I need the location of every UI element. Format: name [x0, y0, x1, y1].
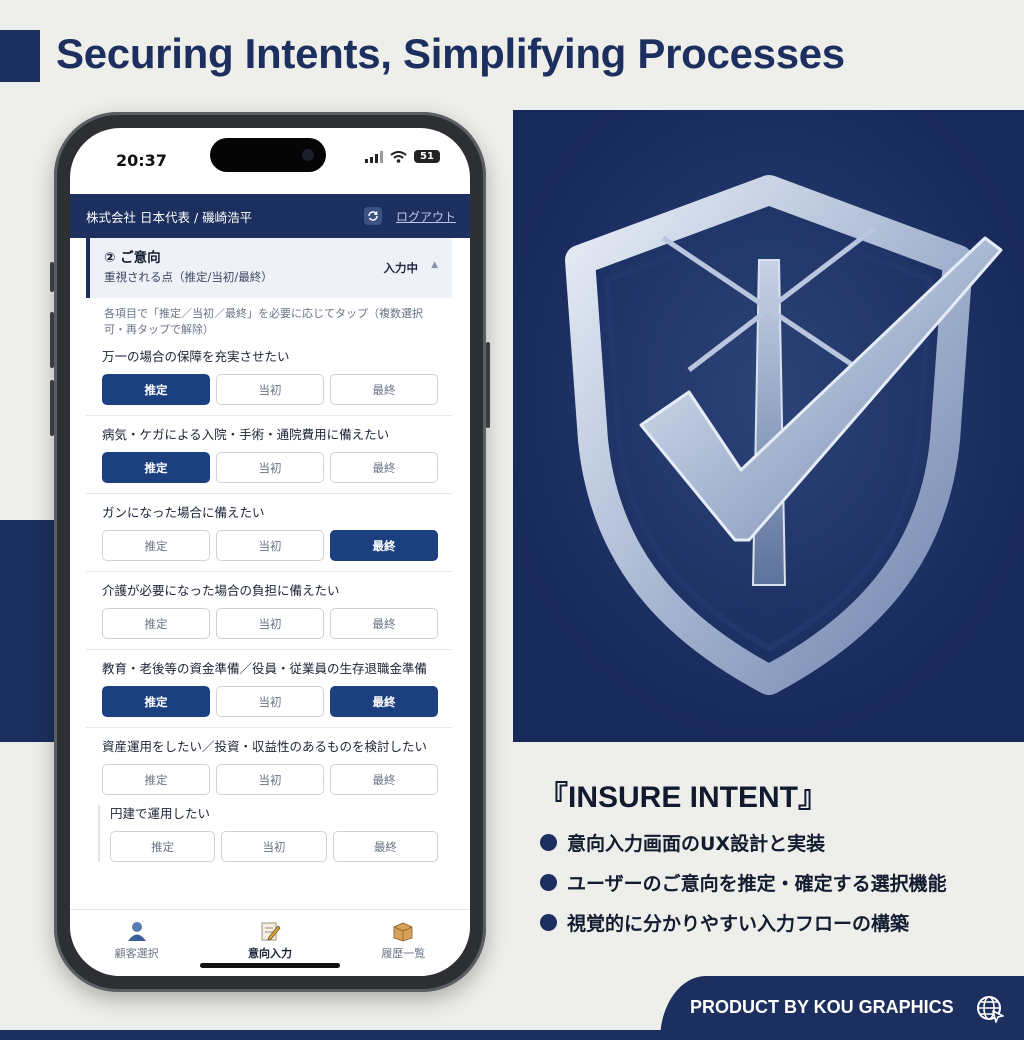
footer-line — [0, 1030, 1024, 1040]
choice-button-row: 推定当初最終 — [102, 764, 438, 795]
choice-button-row: 推定当初最終 — [102, 374, 438, 405]
battery-icon: 51 — [414, 150, 440, 163]
estimate-button[interactable]: 推定 — [102, 530, 210, 561]
app-header: 株式会社 日本代表 / 磯崎浩平 ログアウト — [70, 194, 470, 238]
brand-title: 『INSURE INTENT』 — [538, 781, 829, 814]
bullet-icon — [540, 833, 557, 851]
estimate-button[interactable]: 推定 — [110, 831, 216, 862]
company-user-name: 株式会社 日本代表 / 磯崎浩平 — [86, 209, 253, 225]
initial-button[interactable]: 当初 — [221, 831, 327, 862]
choice-button-row: 推定当初最終 — [102, 452, 438, 483]
home-indicator — [200, 963, 340, 968]
final-button[interactable]: 最終 — [330, 452, 438, 483]
question-item: 教育・老後等の資金準備／役員・従業員の生存退職金準備推定当初最終 — [86, 660, 452, 717]
globe-cursor-icon — [977, 996, 1004, 1023]
hero-panel — [513, 110, 1024, 742]
final-button[interactable]: 最終 — [330, 530, 438, 561]
question-label: 教育・老後等の資金準備／役員・従業員の生存退職金準備 — [102, 661, 428, 676]
edit-icon — [261, 922, 281, 941]
person-icon — [127, 922, 146, 941]
section-subtitle: 重視される点（推定/当初/最終） — [104, 270, 273, 284]
question-list: 万一の場合の保障を充実させたい推定当初最終病気・ケガによる入院・手術・通院費用に… — [86, 348, 452, 862]
question-label: 病気・ケガによる入院・手術・通院費用に備えたい — [102, 427, 390, 442]
question-label: 円建で運用したい — [110, 806, 211, 821]
dynamic-island — [210, 138, 326, 172]
phone-volume-down — [50, 380, 54, 436]
feature-list: 意向入力画面のUX設計と実装 ユーザーのご意向を推定・確定する選択機能 視覚的に… — [540, 822, 947, 942]
section-status: 入力中 — [383, 261, 419, 275]
question-item: 病気・ケガによる入院・手術・通院費用に備えたい推定当初最終 — [86, 426, 452, 483]
footer-credit: PRODUCT BY KOU GRAPHICS — [690, 997, 954, 1017]
phone-screen: 20:37 51 株式会社 日本代表 / 磯崎浩平 — [70, 128, 470, 976]
question-label: 万一の場合の保障を充実させたい — [102, 349, 290, 364]
choice-button-row: 推定当初最終 — [102, 608, 438, 639]
question-label: 資産運用をしたい／投資・収益性のあるものを検討したい — [102, 739, 428, 754]
final-button[interactable]: 最終 — [330, 686, 438, 717]
final-button[interactable]: 最終 — [330, 374, 438, 405]
phone-power-button — [486, 342, 490, 428]
estimate-button[interactable]: 推定 — [102, 608, 210, 639]
shield-check-logo-icon — [513, 110, 1024, 742]
choice-button-row: 推定当初最終 — [102, 686, 438, 717]
phone-action-button — [50, 262, 54, 292]
phone-mockup: 20:37 51 株式会社 日本代表 / 磯崎浩平 — [50, 112, 490, 992]
chevron-up-icon[interactable]: ▲ — [431, 260, 438, 270]
question-item: 介護が必要になった場合の負担に備えたい推定当初最終 — [86, 582, 452, 639]
initial-button[interactable]: 当初 — [216, 686, 324, 717]
estimate-button[interactable]: 推定 — [102, 374, 210, 405]
decorative-band — [0, 520, 60, 742]
bullet-icon — [540, 873, 557, 891]
divider — [86, 649, 452, 650]
estimate-button[interactable]: 推定 — [102, 452, 210, 483]
feature-item: 意向入力画面のUX設計と実装 — [540, 822, 947, 862]
choice-button-row: 推定当初最終 — [110, 831, 438, 862]
status-bar: 20:37 51 — [70, 128, 470, 194]
accent-square — [0, 30, 40, 82]
initial-button[interactable]: 当初 — [216, 374, 324, 405]
final-button[interactable]: 最終 — [330, 764, 438, 795]
status-icons: 51 — [365, 150, 440, 163]
initial-button[interactable]: 当初 — [216, 764, 324, 795]
divider — [86, 415, 452, 416]
question-item: ガンになった場合に備えたい推定当初最終 — [86, 504, 452, 561]
initial-button[interactable]: 当初 — [216, 452, 324, 483]
logout-link[interactable]: ログアウト — [395, 209, 456, 224]
divider — [86, 571, 452, 572]
section-title: ② ご意向 — [104, 250, 161, 266]
feature-item: ユーザーのご意向を推定・確定する選択機能 — [540, 862, 947, 902]
section-header[interactable]: ② ご意向 重視される点（推定/当初/最終） 入力中 ▲ — [86, 238, 452, 298]
question-label: 介護が必要になった場合の負担に備えたい — [102, 583, 340, 598]
signal-icon — [365, 150, 383, 163]
status-time: 20:37 — [116, 151, 167, 170]
estimate-button[interactable]: 推定 — [102, 764, 210, 795]
intent-form: ② ご意向 重視される点（推定/当初/最終） 入力中 ▲ 各項目で「推定／当初／… — [86, 238, 452, 910]
initial-button[interactable]: 当初 — [216, 530, 324, 561]
sub-question-item: 円建で運用したい推定当初最終 — [98, 805, 452, 862]
final-button[interactable]: 最終 — [330, 608, 438, 639]
divider — [86, 727, 452, 728]
feature-item: 視覚的に分かりやすい入力フローの構築 — [540, 902, 947, 942]
footer-bar — [660, 976, 1024, 1040]
bottom-tab-bar: 顧客選択 意向入力 履歴一覧 — [70, 909, 470, 976]
divider — [86, 493, 452, 494]
wifi-icon — [390, 150, 407, 163]
bullet-icon — [540, 913, 557, 931]
tab-intent-input[interactable]: 意向入力 — [203, 910, 336, 976]
estimate-button[interactable]: 推定 — [102, 686, 210, 717]
question-label: ガンになった場合に備えたい — [102, 505, 265, 520]
question-item: 万一の場合の保障を充実させたい推定当初最終 — [86, 348, 452, 405]
tab-customer-select[interactable]: 顧客選択 — [70, 910, 203, 976]
refresh-icon[interactable] — [363, 207, 382, 225]
box-icon — [393, 922, 413, 942]
tab-history[interactable]: 履歴一覧 — [337, 910, 470, 976]
choice-button-row: 推定当初最終 — [102, 530, 438, 561]
page-headline: Securing Intents, Simplifying Processes — [56, 30, 845, 77]
initial-button[interactable]: 当初 — [216, 608, 324, 639]
question-item: 資産運用をしたい／投資・収益性のあるものを検討したい推定当初最終 — [86, 738, 452, 795]
final-button[interactable]: 最終 — [332, 831, 438, 862]
phone-volume-up — [50, 312, 54, 368]
instruction-hint: 各項目で「推定／当初／最終」を必要に応じてタップ（複数選択可・再タップで解除） — [104, 307, 423, 336]
